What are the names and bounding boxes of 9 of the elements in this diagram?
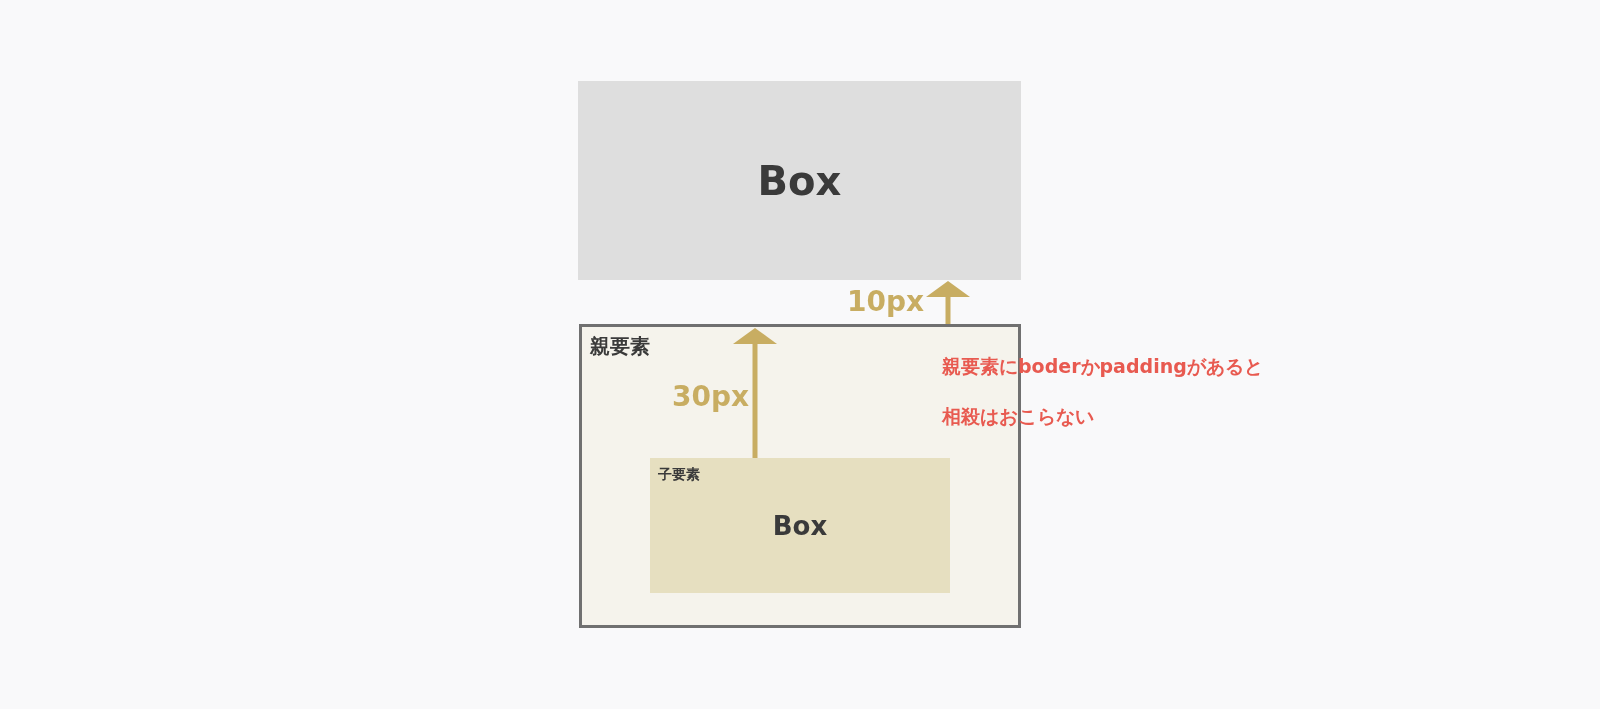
box (650, 458, 950, 593)
box-label: Box (757, 157, 842, 204)
dimension-label: 10px (847, 285, 925, 318)
heading-label: 子要素 (658, 466, 700, 484)
parent-container (579, 324, 1021, 628)
heading-label: 親要素 (590, 333, 650, 360)
box (578, 81, 1021, 280)
dimension-label: 30px (672, 380, 750, 413)
box-label: Box (772, 510, 828, 541)
